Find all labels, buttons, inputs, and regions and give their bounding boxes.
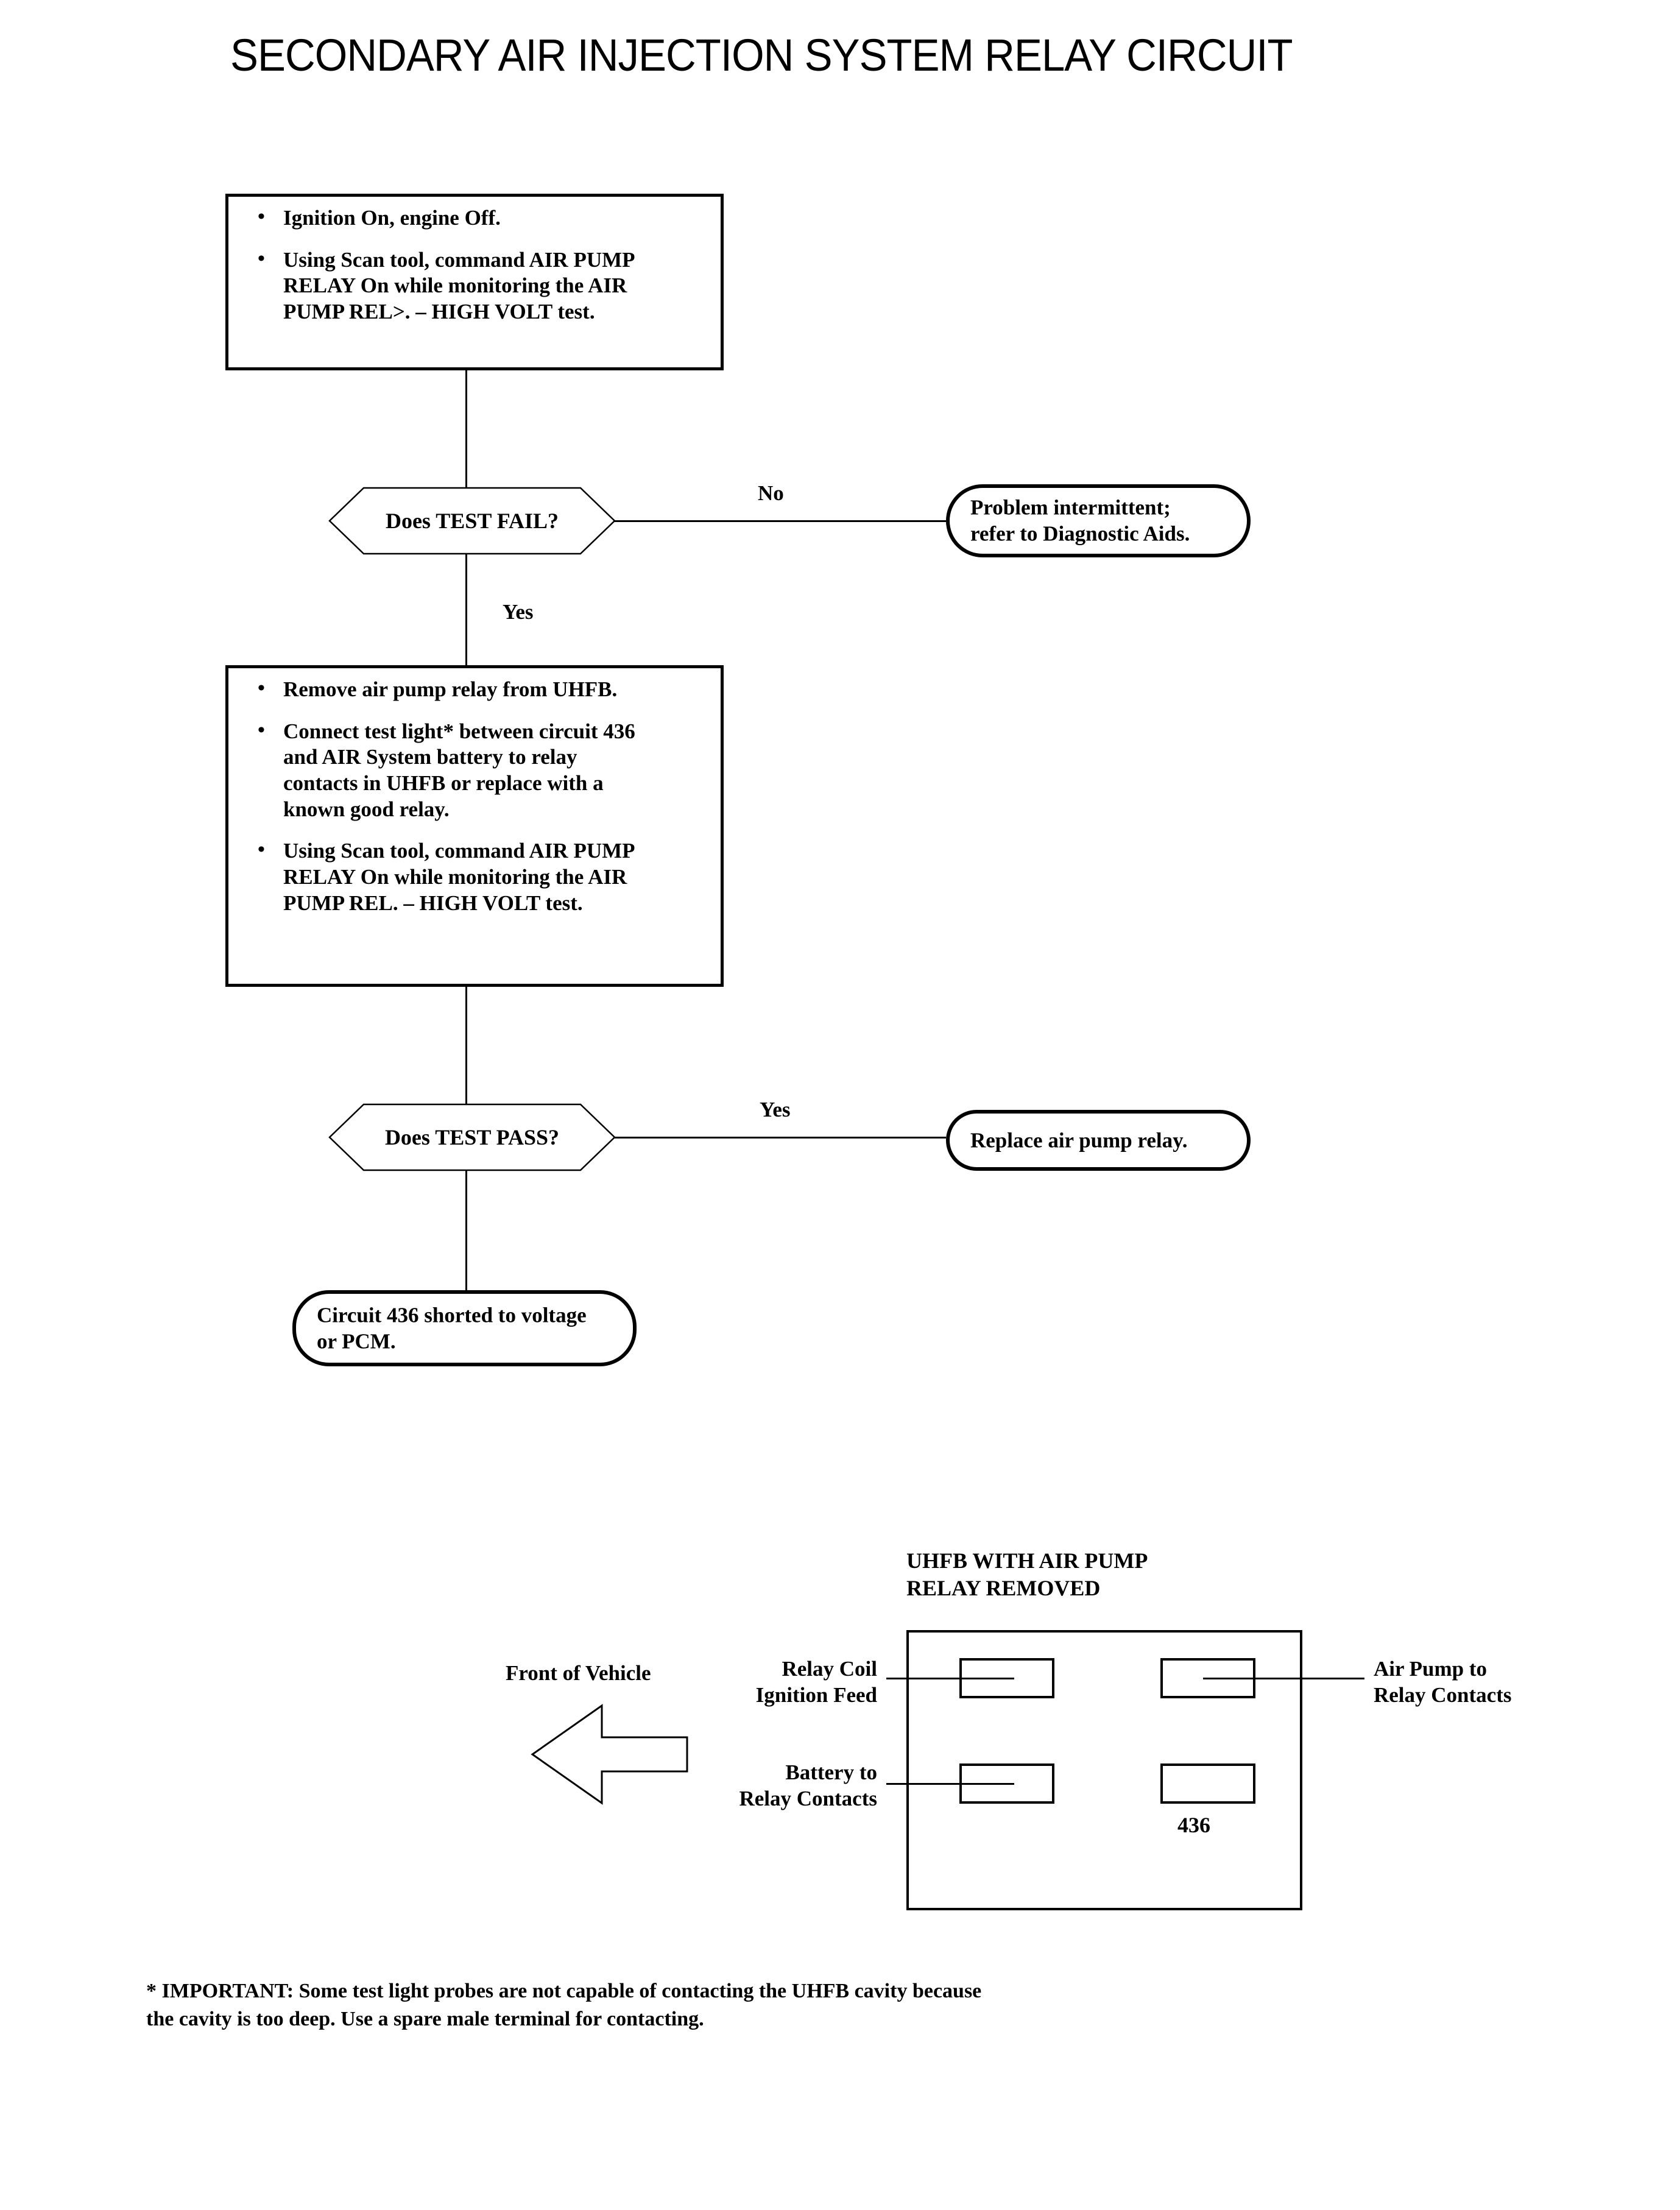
list-item: Using Scan tool, command AIR PUMP RELAY …: [242, 837, 790, 916]
decision-label: Does TEST FAIL?: [385, 509, 559, 533]
terminator-label: Circuit 436 shorted to voltage or PCM.: [317, 1303, 587, 1354]
uhfb-heading: UHFB WITH AIR PUMP RELAY REMOVED: [906, 1548, 1148, 1601]
front-of-vehicle-arrow-icon: [530, 1700, 688, 1809]
leader-line-air-pump: [1203, 1678, 1364, 1679]
branch-label-yes-1: Yes: [503, 600, 534, 624]
hexagon-shape: [328, 487, 616, 555]
connector-step1-to-decision1: [465, 370, 467, 489]
hexagon-shape: [328, 1103, 616, 1171]
label-relay-coil-ignition-feed: Relay Coil Ignition Feed: [755, 1657, 877, 1707]
terminator-problem-intermittent: Problem intermittent; refer to Diagnosti…: [946, 484, 1251, 557]
list-item: Using Scan tool, command AIR PUMP RELAY …: [242, 246, 790, 325]
footnote-important: * IMPORTANT: Some test light probes are …: [146, 1980, 982, 2030]
decision-label: Does TEST PASS?: [384, 1125, 560, 1149]
decision-does-test-pass: Does TEST PASS?: [328, 1103, 616, 1171]
label-battery-to-relay-contacts: Battery to Relay Contacts: [739, 1760, 878, 1811]
label-air-pump-to-relay-contacts: Air Pump to Relay Contacts: [1374, 1657, 1512, 1707]
connector-decision1-no: [614, 520, 946, 522]
terminator-replace-relay: Replace air pump relay.: [946, 1110, 1251, 1171]
cavity-number-436: 436: [1177, 1813, 1210, 1837]
list-item: Connect test light* between circuit 436 …: [242, 718, 790, 823]
connector-decision2-yes: [614, 1137, 946, 1139]
list-item: Remove air pump relay from UHFB.: [242, 676, 790, 703]
connector-step2-to-decision2: [465, 987, 467, 1106]
process-box-step2: Remove air pump relay from UHFB. Connect…: [225, 665, 724, 987]
connector-decision2-to-outcome3: [465, 1170, 467, 1291]
list-item: Ignition On, engine Off.: [242, 204, 790, 231]
terminator-label: Replace air pump relay.: [970, 1128, 1188, 1153]
terminator-label: Problem intermittent; refer to Diagnosti…: [970, 495, 1190, 546]
step2-bullet-list: Remove air pump relay from UHFB. Connect…: [242, 676, 790, 917]
process-box-step1: Ignition On, engine Off. Using Scan tool…: [225, 194, 724, 370]
terminator-circuit-shorted: Circuit 436 shorted to voltage or PCM.: [292, 1290, 637, 1366]
leader-line-relay-coil: [886, 1678, 1014, 1679]
cavity-436: [1160, 1763, 1255, 1804]
branch-label-no: No: [758, 481, 784, 505]
page-title: SECONDARY AIR INJECTION SYSTEM RELAY CIR…: [230, 30, 1293, 80]
branch-label-yes-2: Yes: [760, 1098, 791, 1121]
label-front-of-vehicle: Front of Vehicle: [506, 1661, 651, 1685]
leader-line-battery: [886, 1783, 1014, 1785]
decision-does-test-fail: Does TEST FAIL?: [328, 487, 616, 555]
step1-bullet-list: Ignition On, engine Off. Using Scan tool…: [242, 204, 790, 325]
connector-decision1-yes: [465, 553, 467, 666]
